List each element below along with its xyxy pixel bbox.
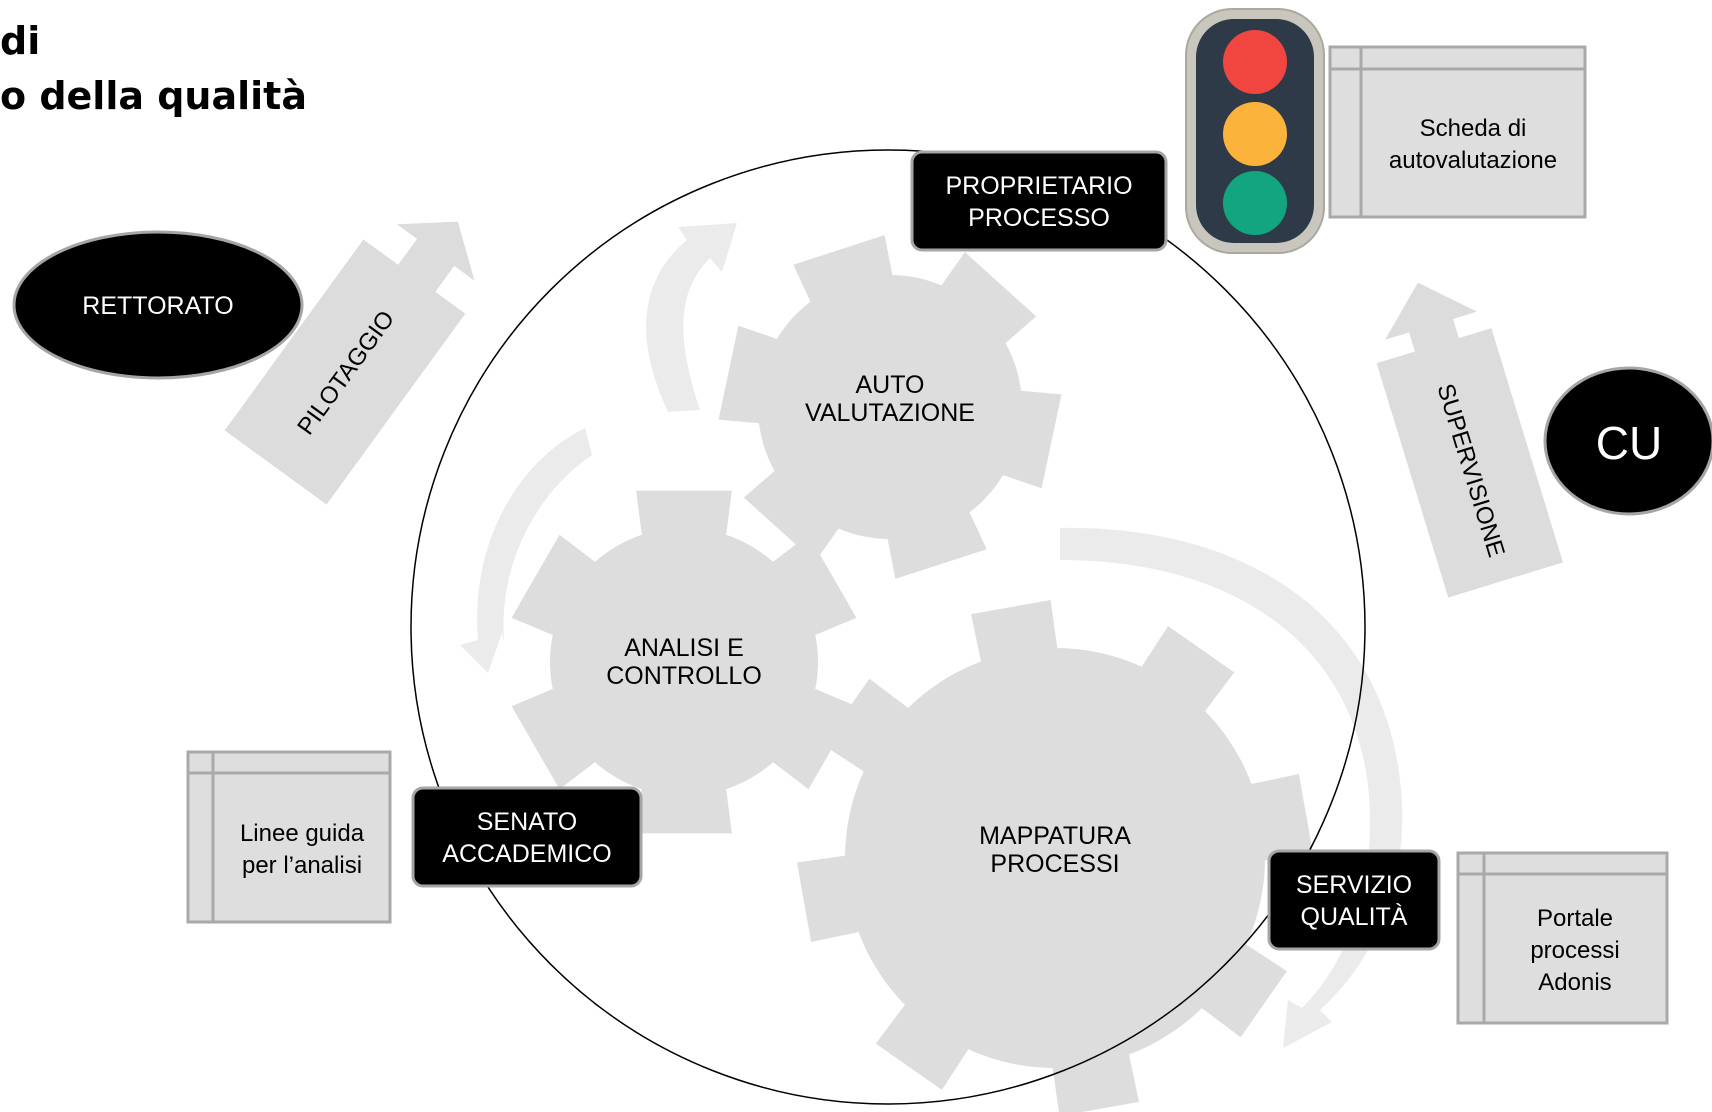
- page-title-line-2: o della qualità: [0, 74, 307, 118]
- document-icon: [1456, 851, 1669, 1025]
- supervisione-arrow: [1376, 282, 1564, 598]
- process-cycle-circle: [410, 149, 1366, 1105]
- document-linee-line-2: per l’analisi: [242, 852, 362, 879]
- arrow-shape: [224, 221, 475, 505]
- gear-analisi-label: ANALISI E CONTROLLO: [606, 634, 762, 690]
- actor-cu: CU: [1543, 366, 1712, 516]
- traffic-light-icon: [1185, 8, 1325, 254]
- document-scheda-line-2: autovalutazione: [1389, 147, 1557, 174]
- gear-autovalutazione-label-line-1: AUTO: [856, 371, 925, 399]
- traffic-green-light: [1223, 171, 1287, 235]
- role-senato-line-1: SENATO: [477, 808, 578, 836]
- gear-mappatura-label-line-2: PROCESSI: [990, 850, 1119, 878]
- document-linee-line-1: Linee guida: [240, 820, 365, 847]
- gear-mappatura-label-line-1: MAPPATURA: [979, 822, 1131, 850]
- gear-mappatura-label: MAPPATURA PROCESSI: [979, 822, 1131, 878]
- gear-analisi-controllo-gear-body: [550, 528, 818, 796]
- document-scheda-autovalutazione: Scheda di autovalutazione: [1328, 45, 1587, 219]
- document-linee-guida: Linee guida per l’analisi: [186, 750, 392, 924]
- gear-analisi-label-line-2: CONTROLLO: [606, 662, 762, 690]
- document-scheda-line-1: Scheda di: [1420, 115, 1527, 142]
- cycle-arrow-icon: [460, 428, 592, 673]
- role-proprietario-processo: PROPRIETARIO PROCESSO: [910, 150, 1168, 252]
- page-title-line-1: di: [0, 19, 41, 63]
- traffic-yellow-light: [1223, 102, 1287, 166]
- document-portale-line-1: Portale: [1537, 905, 1613, 932]
- gear-mappatura-processi-gear-body: [845, 648, 1265, 1068]
- role-proprietario-line-2: PROCESSO: [968, 204, 1110, 232]
- role-senato-accademico: SENATO ACCADEMICO: [411, 786, 643, 888]
- cycle-arrows: [460, 223, 1403, 1048]
- arrow-shape: [1376, 282, 1564, 598]
- role-servizio-line-1: SERVIZIO: [1296, 871, 1412, 899]
- cycle-arrow-icon: [646, 223, 737, 412]
- pilotaggio-arrow: PILOTAGGIO: [224, 221, 475, 505]
- role-servizio-qualita: SERVIZIO QUALITÀ: [1267, 849, 1441, 951]
- gear-autovalutazione-label: AUTO VALUTAZIONE: [805, 371, 975, 427]
- gear-autovalutazione-label-line-2: VALUTAZIONE: [805, 399, 975, 427]
- cycle-arrow-icon: [1060, 527, 1403, 1048]
- document-icon: [186, 750, 392, 924]
- actor-rettorato: RETTORATO: [12, 230, 304, 380]
- traffic-red-light: [1223, 30, 1287, 94]
- role-proprietario-line-1: PROPRIETARIO: [945, 172, 1132, 200]
- document-icon: [1328, 45, 1587, 219]
- gear-autovalutazione-gear-body: [758, 275, 1022, 539]
- gears-layer: [511, 235, 1313, 1112]
- actor-rettorato-label: RETTORATO: [82, 292, 233, 320]
- document-portale-line-3: Adonis: [1538, 969, 1611, 996]
- role-servizio-line-2: QUALITÀ: [1301, 902, 1408, 931]
- gear-analisi-label-line-1: ANALISI E: [624, 634, 744, 662]
- actor-cu-label: CU: [1596, 417, 1662, 469]
- role-senato-line-2: ACCADEMICO: [442, 840, 611, 868]
- document-portale-line-2: processi: [1530, 937, 1619, 964]
- document-portale-processi: Portale processi Adonis: [1456, 851, 1669, 1025]
